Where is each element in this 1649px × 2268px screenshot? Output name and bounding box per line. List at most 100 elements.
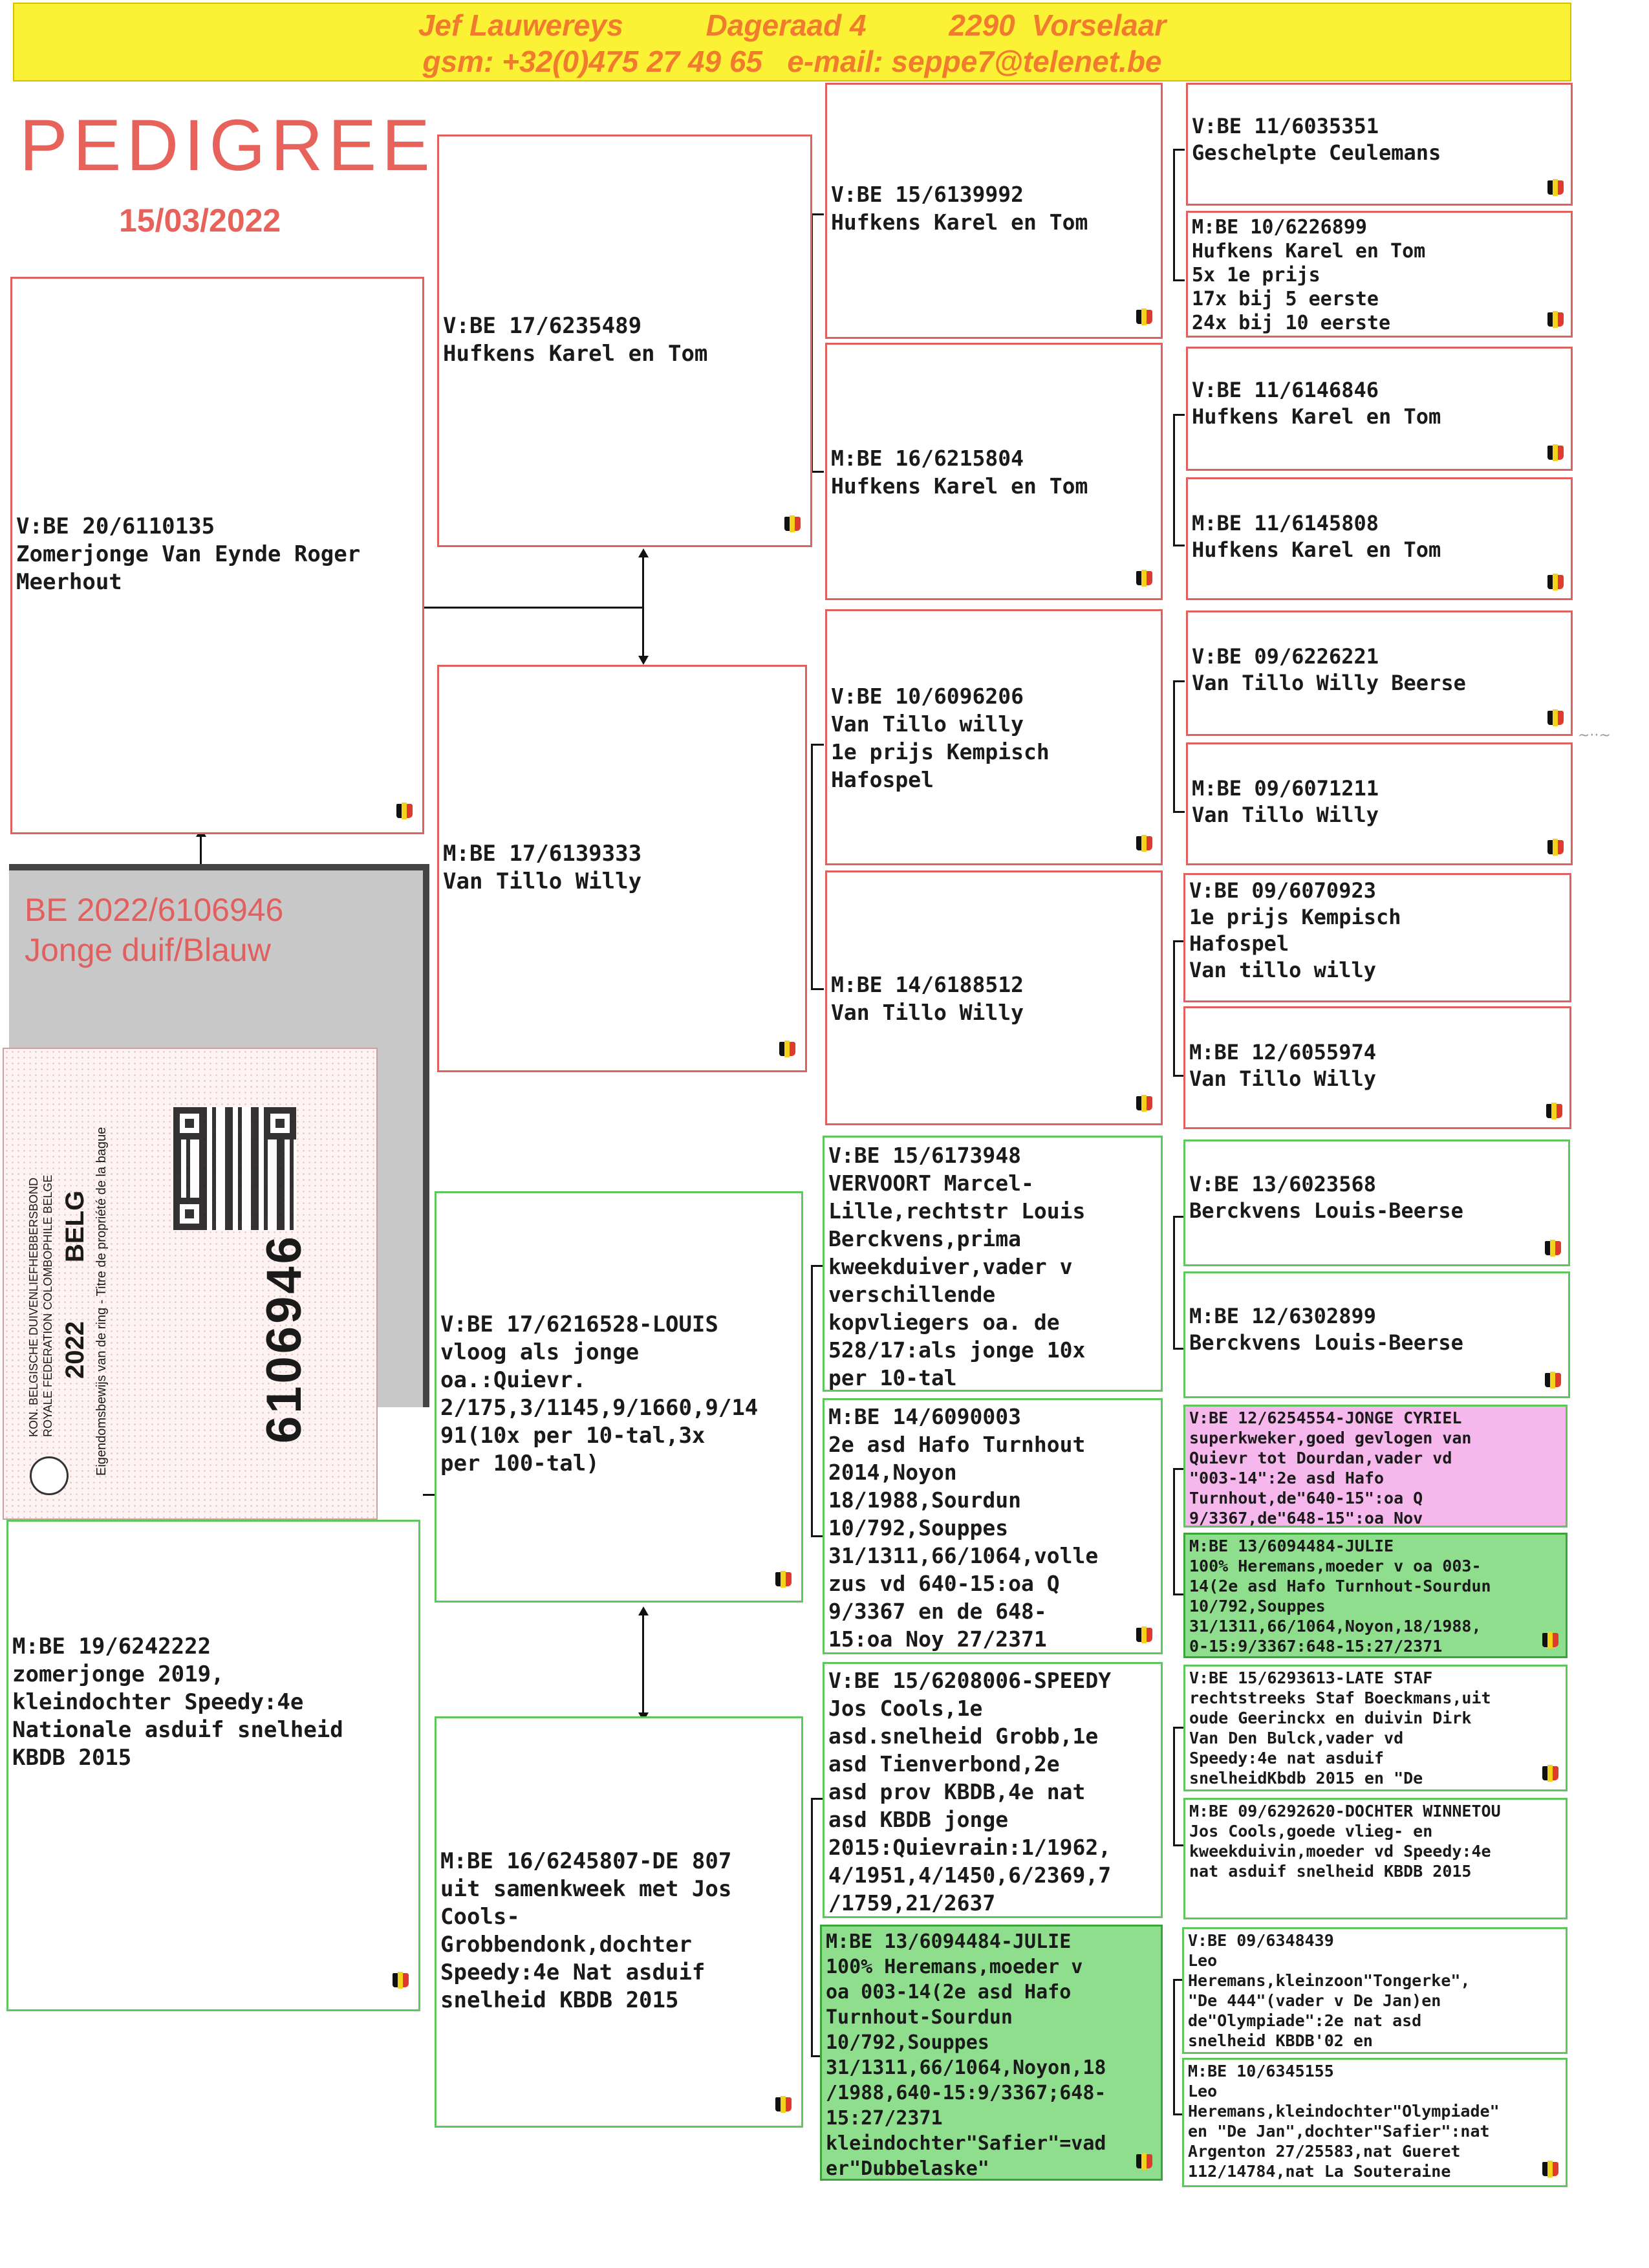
g3-box-7[interactable]: V:BE 15/6208006-SPEEDY Jos Cools,1e asd.… [823, 1662, 1163, 1918]
header-email-line: gsm: +32(0)475 27 49 65 e-mail: seppe7@t… [422, 45, 1162, 78]
bracket-line [811, 1535, 824, 1537]
g3-text-1: V:BE 15/6139992 Hufkens Karel en Tom [831, 182, 1088, 235]
bracket-line [1173, 1979, 1185, 1981]
arrow-down-icon [638, 656, 649, 665]
bracket-line [811, 1265, 813, 1537]
belgium-flag-icon [773, 2093, 795, 2117]
bracket-line [811, 1798, 813, 2057]
bracket-line [1173, 1075, 1185, 1077]
bracket-line [811, 988, 824, 990]
bracket-line [1173, 940, 1175, 1076]
g4-text-7: V:BE 09/6070923 1e prijs Kempisch Hafosp… [1189, 878, 1401, 982]
g3-box-2[interactable]: M:BE 16/6215804 Hufkens Karel en Tom [825, 343, 1163, 600]
belgium-flag-icon [1540, 1762, 1562, 1786]
g4-text-3: V:BE 11/6146846 Hufkens Karel en Tom [1192, 378, 1441, 429]
g4-box-13[interactable]: V:BE 15/6293613-LATE STAF rechtstreeks S… [1183, 1665, 1568, 1791]
sire-dam-box[interactable]: M:BE 17/6139333 Van Tillo Willy [437, 665, 807, 1072]
belgium-flag-icon [782, 513, 804, 536]
g4-box-2[interactable]: M:BE 10/6226899 Hufkens Karel en Tom 5x … [1186, 211, 1573, 338]
g4-box-9[interactable]: V:BE 13/6023568 Berckvens Louis-Beerse [1183, 1139, 1570, 1266]
g4-text-5: V:BE 09/6226221 Van Tillo Willy Beerse [1192, 644, 1466, 695]
g4-text-6: M:BE 09/6071211 Van Tillo Willy [1192, 776, 1379, 827]
belgium-flag-icon [1542, 1369, 1564, 1392]
belgium-flag-icon [1545, 707, 1567, 730]
belgium-flag-icon [1134, 306, 1156, 329]
g4-box-15[interactable]: V:BE 09/6348439 Leo Heremans,kleinzoon"T… [1182, 1927, 1568, 2054]
header-banner: Jef Lauwereys Dageraad 4 2290 Vorselaar … [13, 3, 1571, 81]
header-contact-line: Jef Lauwereys Dageraad 4 2290 Vorselaar [418, 8, 1167, 42]
g3-box-4[interactable]: M:BE 14/6188512 Van Tillo Willy [825, 870, 1163, 1125]
g4-box-4[interactable]: M:BE 11/6145808 Hufkens Karel en Tom [1186, 477, 1573, 600]
g4-box-6[interactable]: M:BE 09/6071211 Van Tillo Willy [1186, 742, 1573, 865]
belgium-flag-icon [1540, 2158, 1562, 2181]
g3-text-8: M:BE 13/6094484-JULIE 100% Heremans,moed… [826, 1930, 1106, 2180]
g4-box-10[interactable]: M:BE 12/6302899 Berckvens Louis-Beerse [1183, 1271, 1570, 1398]
belgium-flag-icon [773, 1568, 795, 1592]
g4-text-16: M:BE 10/6345155 Leo Heremans,kleindochte… [1188, 2062, 1500, 2181]
bracket-line [1173, 1468, 1175, 1595]
connector-line [423, 607, 643, 609]
father-box[interactable]: V:BE 20/6110135 Zomerjonge Van Eynde Rog… [10, 277, 424, 834]
g4-text-11: V:BE 12/6254554-JONGE CYRIEL superkweker… [1189, 1409, 1472, 1528]
belgium-flag-icon [1542, 1237, 1564, 1260]
g4-box-3[interactable]: V:BE 11/6146846 Hufkens Karel en Tom [1186, 347, 1573, 471]
connector-line [200, 834, 202, 864]
g3-text-7: V:BE 15/6208006-SPEEDY Jos Cools,1e asd.… [828, 1668, 1112, 1916]
belgium-flag-icon [1134, 1624, 1156, 1647]
subject-ring-number: BE 2022/6106946 [25, 892, 284, 928]
g3-box-5[interactable]: V:BE 15/6173948 VERVOORT Marcel- Lille,r… [823, 1136, 1163, 1392]
card-ownership-line: Eigendomsbewijs van de ring - Titre de p… [94, 1127, 109, 1476]
card-ring-number: 6106946 [257, 1234, 312, 1443]
dam-dam-box[interactable]: M:BE 16/6245807-DE 807 uit samenkweek me… [435, 1716, 803, 2128]
bracket-line [811, 1798, 824, 1800]
bracket-line [1173, 1216, 1185, 1218]
g4-text-15: V:BE 09/6348439 Leo Heremans,kleinzoon"T… [1188, 1931, 1471, 2050]
bracket-line [811, 744, 824, 746]
g4-text-4: M:BE 11/6145808 Hufkens Karel en Tom [1192, 511, 1441, 562]
g3-box-1[interactable]: V:BE 15/6139992 Hufkens Karel en Tom [825, 83, 1163, 339]
qr-code-icon [173, 1107, 296, 1230]
belgium-flag-icon [1545, 571, 1567, 594]
g3-box-6[interactable]: M:BE 14/6090003 2e asd Hafo Turnhout 201… [823, 1398, 1163, 1654]
bracket-line [811, 471, 824, 473]
g4-box-12[interactable]: M:BE 13/6094484-JULIE 100% Heremans,moed… [1183, 1533, 1568, 1658]
g3-box-8[interactable]: M:BE 13/6094484-JULIE 100% Heremans,moed… [820, 1925, 1163, 2181]
g4-text-2: M:BE 10/6226899 Hufkens Karel en Tom 5x … [1192, 216, 1426, 334]
ring-ownership-card: KON. BELGISCHE DUIVENLIEFHEBBERSBOND ROY… [3, 1048, 378, 1520]
g4-box-5[interactable]: V:BE 09/6226221 Van Tillo Willy Beerse [1186, 610, 1573, 736]
g4-text-8: M:BE 12/6055974 Van Tillo Willy [1189, 1040, 1376, 1091]
g4-box-14[interactable]: M:BE 09/6292620-DOCHTER WINNETOU Jos Coo… [1183, 1798, 1568, 1919]
g4-box-7[interactable]: V:BE 09/6070923 1e prijs Kempisch Hafosp… [1183, 873, 1571, 1002]
mother-box[interactable]: M:BE 19/6242222 zomerjonge 2019, kleindo… [6, 1520, 420, 2011]
g3-box-3[interactable]: V:BE 10/6096206 Van Tillo willy 1e prijs… [825, 609, 1163, 865]
g4-text-10: M:BE 12/6302899 Berckvens Louis-Beerse [1189, 1304, 1463, 1355]
g4-box-1[interactable]: V:BE 11/6035351 Geschelpte Ceulemans [1186, 83, 1573, 206]
bracket-line [1173, 149, 1175, 281]
bracket-line [1173, 1468, 1185, 1470]
arrow-up-icon [638, 1606, 649, 1615]
g4-text-1: V:BE 11/6035351 Geschelpte Ceulemans [1192, 114, 1441, 165]
belgium-flag-icon [1545, 442, 1567, 465]
belgium-flag-icon [1540, 1629, 1562, 1652]
bracket-line [1173, 1348, 1185, 1350]
belgium-flag-icon [1545, 836, 1567, 859]
g4-box-8[interactable]: M:BE 12/6055974 Van Tillo Willy [1183, 1006, 1571, 1129]
bracket-line [1173, 279, 1185, 281]
g4-box-16[interactable]: M:BE 10/6345155 Leo Heremans,kleindochte… [1182, 2058, 1568, 2187]
bracket-line [1173, 680, 1185, 682]
dam-sire-box[interactable]: V:BE 17/6216528-LOUIS vloog als jonge oa… [435, 1191, 803, 1603]
arrow-up-icon [638, 548, 649, 557]
bracket-line [1173, 414, 1175, 546]
dam-sire-text: V:BE 17/6216528-LOUIS vloog als jonge oa… [440, 1312, 759, 1476]
sire-sire-text: V:BE 17/6235489 Hufkens Karel en Tom [443, 313, 708, 367]
belgium-flag-icon [1134, 2150, 1156, 2174]
g4-box-11[interactable]: V:BE 12/6254554-JONGE CYRIEL superkweker… [1183, 1405, 1568, 1528]
g4-text-13: V:BE 15/6293613-LATE STAF rechtstreeks S… [1189, 1669, 1491, 1787]
kbdb-logo-icon [30, 1456, 69, 1495]
bracket-line [1173, 1727, 1175, 1846]
card-federation-fr: ROYALE FEDERATION COLOMBOPHILE BELGE [41, 1174, 54, 1437]
bracket-line [1173, 1727, 1185, 1729]
sire-sire-box[interactable]: V:BE 17/6235489 Hufkens Karel en Tom [437, 135, 812, 547]
g3-text-2: M:BE 16/6215804 Hufkens Karel en Tom [831, 446, 1088, 499]
